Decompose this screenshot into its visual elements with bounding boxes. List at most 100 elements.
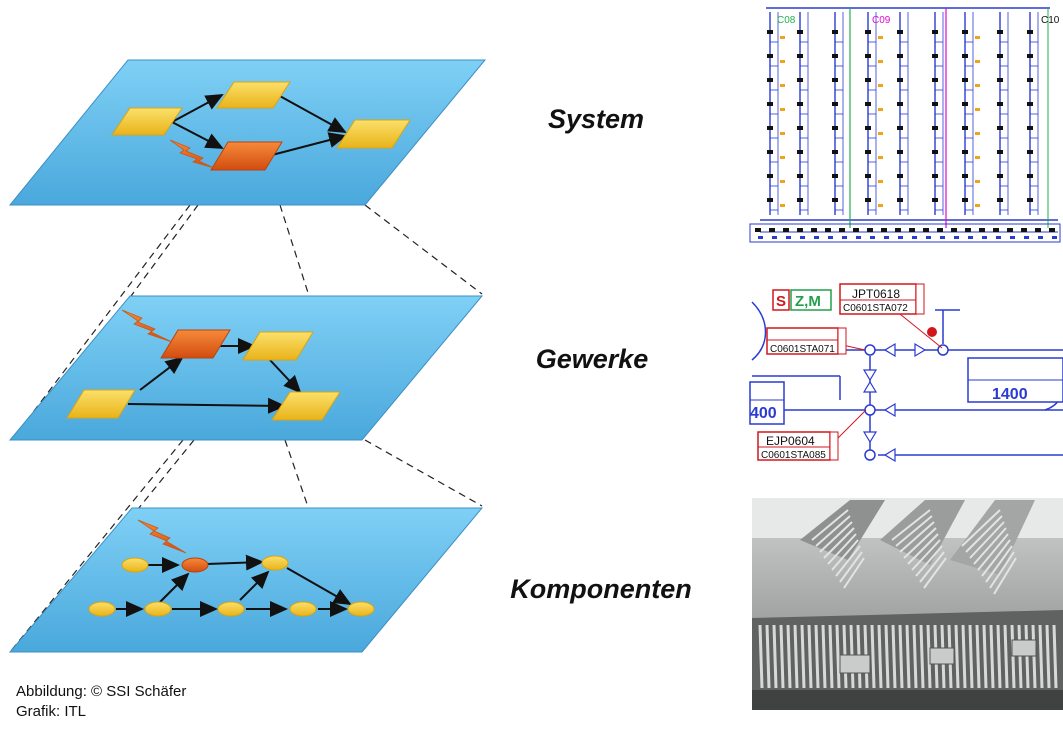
- system-node-fault: [210, 141, 283, 171]
- schematic-marker: [897, 126, 903, 130]
- conveyor-roller: [919, 624, 925, 689]
- pid-image: S Z,M JPT0618 C0601STA072 C0601STA071 14…: [749, 278, 1063, 463]
- schematic-marker: [780, 156, 785, 159]
- schematic-marker: [997, 30, 1003, 34]
- system-plane: [8, 59, 487, 206]
- schematic-label-c09: C09: [872, 15, 891, 26]
- schematic-marker: [993, 228, 999, 232]
- schematic-marker: [1021, 228, 1027, 232]
- schematic-marker: [783, 228, 789, 232]
- lightning-icon: [121, 309, 173, 343]
- schematic-marker: [1010, 236, 1015, 239]
- layer-gewerke: [8, 295, 484, 441]
- conveyor-roller: [835, 624, 841, 689]
- schematic-marker: [797, 198, 803, 202]
- schematic-marker: [1052, 236, 1057, 239]
- layer-label-system: System: [547, 104, 645, 134]
- lightning-icon: [169, 139, 215, 169]
- schematic-marker: [962, 78, 968, 82]
- conveyor-roller: [891, 509, 931, 541]
- conveyor-rollers: [758, 509, 1058, 689]
- conveyor-roller: [891, 624, 897, 689]
- conveyor-roller: [903, 527, 937, 559]
- conveyor-roller: [828, 624, 834, 689]
- schematic-marker: [856, 236, 861, 239]
- schematic-marker: [878, 180, 883, 183]
- system-node-top: [216, 81, 291, 109]
- conveyor-roller: [989, 551, 1015, 589]
- system-node-end: [336, 119, 411, 149]
- conveyor-roller: [765, 624, 771, 689]
- schematic-marker: [962, 126, 968, 130]
- system-edges: [171, 94, 347, 156]
- schematic-marker: [865, 30, 871, 34]
- komponenten-plane: [8, 507, 484, 653]
- schematic-marker: [997, 78, 1003, 82]
- schematic-marker: [951, 228, 957, 232]
- conveyor-roller: [758, 624, 764, 689]
- conveyor-roller: [821, 624, 827, 689]
- komponenten-node: [88, 601, 116, 617]
- schematic-marker: [878, 84, 883, 87]
- schematic-marker: [865, 126, 871, 130]
- gewerke-node-right: [271, 391, 341, 421]
- schematic-marker: [975, 204, 980, 207]
- conveyor-roller: [919, 551, 945, 583]
- conveyor-roller: [884, 624, 890, 689]
- layer-label-gewerke: Gewerke: [535, 344, 649, 374]
- conveyor-roller: [823, 527, 855, 559]
- conveyor-roller: [899, 521, 935, 553]
- schematic-marker: [962, 30, 968, 34]
- schematic-marker: [797, 54, 803, 58]
- schematic-marker: [997, 198, 1003, 202]
- schematic-marker: [897, 30, 903, 34]
- schematic-marker: [867, 228, 873, 232]
- schematic-bottom-strip: [755, 228, 1057, 239]
- conveyor-roller: [807, 624, 813, 689]
- schematic-marker: [755, 228, 761, 232]
- schematic-marker: [832, 78, 838, 82]
- schematic-marker: [997, 174, 1003, 178]
- schematic-columns: [767, 12, 1039, 215]
- schematic-marker: [780, 60, 785, 63]
- schematic-marker: [797, 30, 803, 34]
- conveyor-roller: [814, 624, 820, 689]
- schematic-marker: [975, 108, 980, 111]
- schematic-marker: [968, 236, 973, 239]
- conveyor-roller: [985, 545, 1013, 583]
- conveyor-roller: [975, 624, 981, 689]
- schematic-marker: [865, 102, 871, 106]
- schematic-marker: [954, 236, 959, 239]
- conveyor-roller: [811, 509, 849, 541]
- schematic-marker: [897, 54, 903, 58]
- schematic-marker: [878, 60, 883, 63]
- schematic-marker: [1038, 236, 1043, 239]
- conveyor-roller: [1038, 624, 1044, 689]
- schematic-marker: [932, 150, 938, 154]
- layer-komponenten: [8, 507, 484, 653]
- schematic-marker: [982, 236, 987, 239]
- gewerke-node-fault: [160, 329, 231, 359]
- conveyor-roller: [1003, 624, 1009, 689]
- schematic-marker: [1027, 78, 1033, 82]
- schematic-marker: [975, 84, 980, 87]
- schematic-marker: [932, 30, 938, 34]
- schematic-marker: [780, 132, 785, 135]
- schematic-marker: [962, 198, 968, 202]
- schematic-marker: [780, 180, 785, 183]
- schematic-marker: [832, 54, 838, 58]
- schematic-marker: [937, 228, 943, 232]
- schematic-marker: [932, 102, 938, 106]
- schematic-label-c08: C08: [777, 15, 796, 26]
- schematic-marker: [962, 174, 968, 178]
- komponenten-node: [347, 601, 375, 617]
- conveyor-roller: [954, 624, 960, 689]
- schematic-marker: [975, 132, 980, 135]
- conveyor-roller: [895, 515, 933, 547]
- schematic-marker: [780, 204, 785, 207]
- schematic-marker: [832, 174, 838, 178]
- schematic-marker: [1049, 228, 1055, 232]
- schematic-marker: [962, 54, 968, 58]
- komponenten-node-fault: [181, 557, 209, 573]
- komponenten-node: [261, 555, 289, 571]
